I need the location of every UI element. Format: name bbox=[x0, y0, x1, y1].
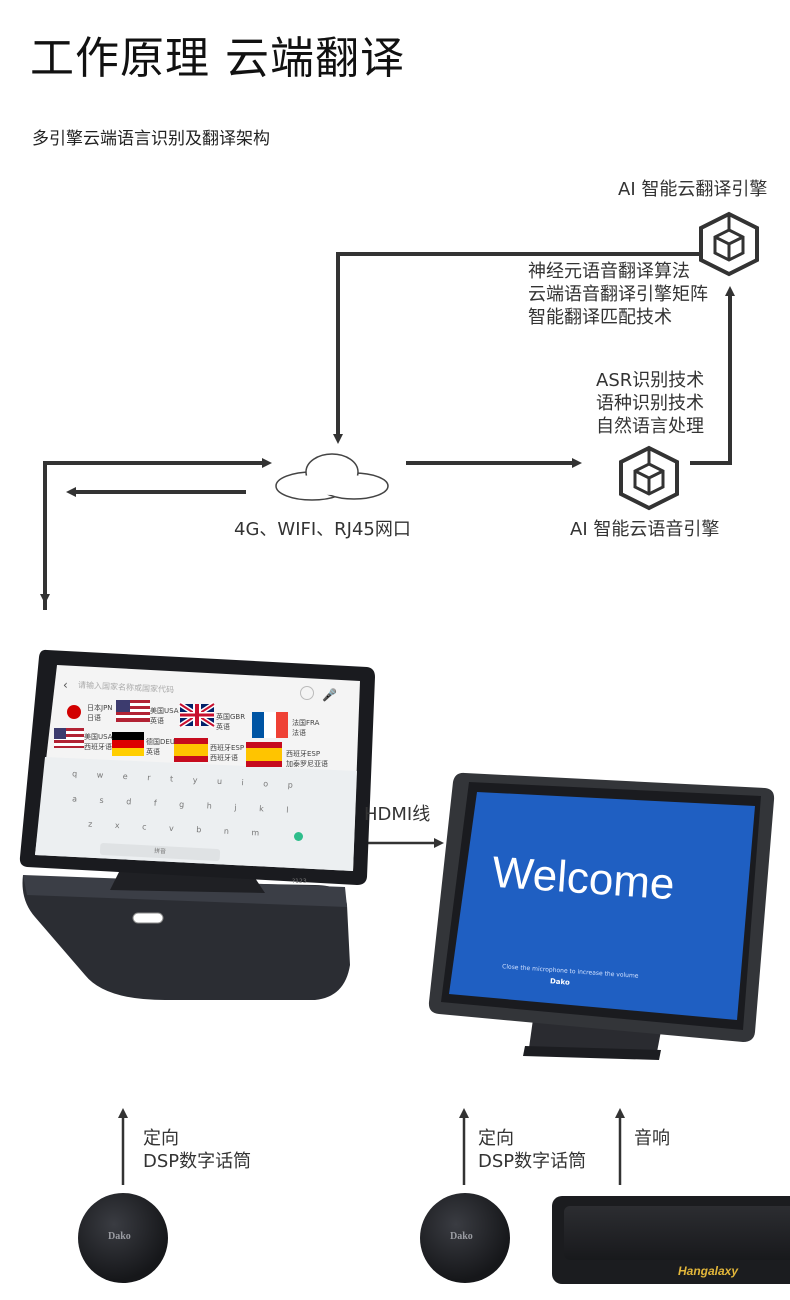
key[interactable]: e bbox=[122, 771, 128, 782]
lang-code: 德国DEU bbox=[146, 738, 175, 746]
key[interactable]: h bbox=[206, 801, 213, 811]
feature-line: 智能翻译匹配技术 bbox=[528, 307, 672, 328]
feature-line: 语种识别技术 bbox=[596, 393, 704, 414]
lang-name: 西班牙语 bbox=[84, 743, 112, 751]
uk-flag-icon bbox=[178, 701, 216, 729]
ai-voice-engine-label: AI 智能云语音引擎 bbox=[570, 519, 720, 540]
key[interactable]: m bbox=[251, 828, 260, 838]
key[interactable]: b bbox=[195, 825, 202, 835]
lang-name: 英语 bbox=[216, 723, 230, 731]
key[interactable]: j bbox=[234, 802, 237, 812]
hdmi-label: HDMI线 bbox=[364, 804, 431, 825]
key[interactable]: q bbox=[71, 769, 78, 779]
key[interactable]: i bbox=[241, 778, 245, 788]
key[interactable]: r bbox=[147, 773, 151, 783]
key[interactable]: p bbox=[287, 780, 294, 790]
key[interactable]: c bbox=[141, 822, 147, 832]
speaker-device: Hangalaxy bbox=[552, 1196, 790, 1284]
mic-right-device: Dako bbox=[420, 1193, 510, 1283]
cube-icon bbox=[699, 211, 759, 277]
key[interactable]: k bbox=[258, 804, 264, 814]
key[interactable]: n bbox=[223, 826, 230, 836]
mic-left-label: 定向 DSP数字话筒 bbox=[143, 1127, 251, 1173]
lang-name: 日语 bbox=[87, 714, 101, 722]
speaker-label: 音响 bbox=[634, 1128, 670, 1149]
key[interactable]: o bbox=[263, 779, 269, 789]
back-arrow-icon: ‹ bbox=[63, 678, 68, 692]
translate-features: 神经元语音翻译算法 云端语音翻译引擎矩阵 智能翻译匹配技术 bbox=[528, 260, 708, 329]
language-flag-grid bbox=[54, 700, 288, 767]
space-key-label: 拼音 bbox=[153, 847, 167, 856]
mic-right-label: 定向 DSP数字话筒 bbox=[478, 1127, 586, 1173]
ai-translate-engine-label: AI 智能云翻译引擎 bbox=[618, 179, 768, 200]
mic-label-line: DSP数字话筒 bbox=[143, 1151, 252, 1172]
lang-name: 加泰罗尼亚语 bbox=[286, 760, 328, 768]
key[interactable]: d bbox=[126, 797, 132, 807]
lang-code: 英国GBR bbox=[216, 713, 246, 721]
spain-flag-icon bbox=[246, 742, 282, 767]
mic-icon: 🎤 bbox=[322, 688, 337, 702]
network-label: 4G、WIFI、RJ45网口 bbox=[234, 519, 411, 540]
mic-label-line: 定向 bbox=[143, 1128, 179, 1149]
usa-flag-icon bbox=[116, 700, 150, 722]
lang-name: 法语 bbox=[292, 729, 306, 737]
lang-name: 英语 bbox=[150, 717, 164, 725]
spain-flag-icon bbox=[174, 738, 208, 762]
speaker-grille bbox=[564, 1206, 790, 1260]
speaker-brand-logo: Hangalaxy bbox=[678, 1264, 739, 1278]
japan-flag-icon bbox=[67, 705, 81, 719]
key[interactable]: f bbox=[153, 798, 157, 808]
screen-brand-logo: Dako bbox=[549, 977, 571, 987]
lang-name: 西班牙语 bbox=[210, 754, 238, 762]
key[interactable]: a bbox=[71, 794, 78, 804]
key[interactable]: x bbox=[114, 820, 120, 831]
arrow-engine-to-cloud bbox=[333, 252, 700, 444]
feature-line: 神经元语音翻译算法 bbox=[528, 261, 690, 282]
lang-code: 日本JPN bbox=[87, 704, 113, 712]
key[interactable]: z bbox=[87, 819, 93, 829]
key[interactable]: v bbox=[168, 823, 174, 833]
feature-line: 自然语言处理 bbox=[596, 416, 704, 437]
clear-icon bbox=[300, 686, 314, 700]
lang-code: 美国USA bbox=[84, 733, 113, 741]
mic-label-line: 定向 bbox=[478, 1128, 514, 1149]
key[interactable]: u bbox=[216, 776, 223, 787]
lang-code: 西班牙ESP bbox=[286, 750, 321, 758]
mic-brand-logo: Dako bbox=[450, 1231, 473, 1242]
key[interactable]: w bbox=[96, 770, 104, 780]
key[interactable]: s bbox=[99, 795, 104, 805]
mic-left-device: Dako bbox=[78, 1193, 168, 1283]
cloud-icon bbox=[275, 453, 389, 501]
lang-code: 美国USA bbox=[150, 707, 179, 715]
arrow-voice-to-translate-engine bbox=[690, 286, 735, 465]
key[interactable]: g bbox=[178, 799, 185, 810]
key[interactable]: y bbox=[192, 775, 198, 785]
usa-flag-icon bbox=[54, 728, 84, 748]
feature-line: 云端语音翻译引擎矩阵 bbox=[528, 284, 708, 305]
key[interactable]: t bbox=[169, 774, 174, 784]
num-key[interactable]: ?123 bbox=[292, 878, 307, 885]
asr-features: ASR识别技术 语种识别技术 自然语言处理 bbox=[596, 369, 704, 438]
page-subtitle: 多引擎云端语言识别及翻译架构 bbox=[32, 129, 270, 149]
key[interactable]: l bbox=[286, 805, 289, 815]
france-flag-icon bbox=[252, 712, 288, 738]
page-title: 工作原理 云端翻译 bbox=[30, 33, 405, 84]
mic-brand-logo: Dako bbox=[108, 1231, 131, 1242]
feature-line: ASR识别技术 bbox=[596, 370, 705, 391]
enter-key-icon[interactable] bbox=[294, 832, 303, 841]
lang-name: 英语 bbox=[146, 748, 160, 756]
mic-label-line: DSP数字话筒 bbox=[478, 1151, 587, 1172]
cube-icon bbox=[619, 445, 679, 511]
lang-code: 西班牙ESP bbox=[210, 744, 245, 752]
germany-flag-icon bbox=[112, 732, 144, 756]
lang-code: 法国FRA bbox=[292, 719, 320, 727]
right-display-device bbox=[428, 772, 775, 1060]
